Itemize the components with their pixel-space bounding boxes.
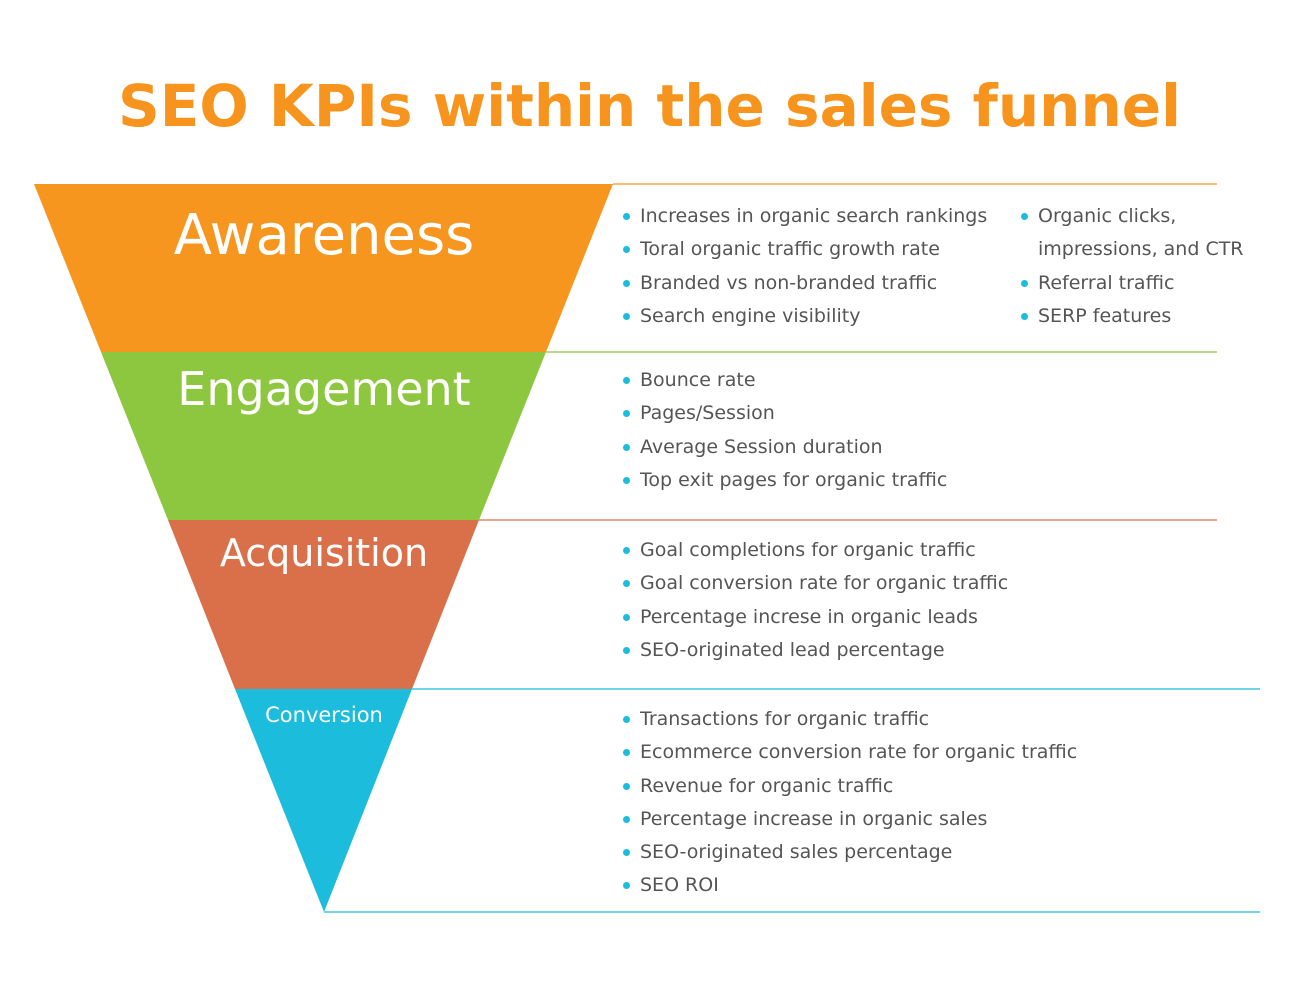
kpi-text: Goal conversion rate for organic traffic — [640, 572, 1009, 595]
bullet-dot — [623, 882, 630, 890]
kpi-text: impressions, and CTR — [1038, 238, 1244, 261]
kpi-item: Organic clicks, — [1021, 200, 1244, 233]
kpi-item: SEO-originated lead percentage — [623, 634, 1008, 667]
kpi-item: SEO-originated sales percentage — [623, 836, 1077, 869]
bullet-dot — [1021, 213, 1028, 220]
stage-label-acquisition: Acquisition — [219, 531, 429, 575]
kpi-list-awareness-col2: Organic clicks, impressions, and CTR Ref… — [1021, 200, 1244, 333]
kpi-text: Goal completions for organic traffic — [640, 539, 976, 561]
kpi-item: Ecommerce conversion rate for organic tr… — [623, 736, 1077, 769]
bullet-dot — [623, 749, 630, 757]
kpi-text: Toral organic traffic growth rate — [640, 238, 940, 261]
kpi-text: Percentage increse in organic leads — [640, 605, 978, 628]
bullet-dot — [1021, 279, 1028, 287]
funnel-segment-engagement — [101, 352, 546, 520]
funnel-segment-acquisition — [168, 520, 479, 689]
bullet-dot — [623, 476, 630, 484]
kpi-item: Goal conversion rate for organic traffic — [623, 567, 1008, 600]
bullet-dot — [623, 312, 630, 320]
kpi-item: Average Session duration — [623, 431, 947, 464]
kpi-item: Toral organic traffic growth rate — [623, 233, 987, 266]
funnel-segment-conversion — [235, 689, 412, 912]
bullet-dot — [623, 410, 630, 418]
kpi-text: Ecommerce conversion rate for organic tr… — [640, 741, 1078, 764]
kpi-text: Search engine visibility — [640, 304, 861, 327]
bullet-dot — [623, 279, 630, 287]
kpi-text: SEO ROI — [640, 874, 719, 897]
kpi-text: Bounce rate — [640, 369, 756, 391]
kpi-item: Branded vs non-branded traffic — [623, 267, 987, 300]
kpi-text: Referral traffic — [1038, 271, 1175, 294]
bullet-dot — [623, 443, 630, 451]
funnel-segment-awareness — [34, 184, 613, 352]
bullet-dot — [623, 580, 630, 588]
page-title: SEO KPIs within the sales funnel — [118, 72, 1181, 140]
bullet-dot — [623, 646, 630, 654]
kpi-item: Transactions for organic traffic — [623, 703, 1077, 736]
kpi-text: SERP features — [1038, 304, 1172, 327]
kpi-text: Pages/Session — [640, 402, 775, 425]
kpi-text: Branded vs non-branded traffic — [640, 271, 938, 294]
kpi-text: Transactions for organic traffic — [640, 708, 930, 730]
bullet-dot — [623, 377, 630, 384]
kpi-text: SEO-originated lead percentage — [640, 638, 945, 661]
bullet-dot — [623, 849, 630, 857]
kpi-list-acquisition: Goal completions for organic traffic Goa… — [623, 534, 1008, 667]
kpi-item: Percentage increase in organic sales — [623, 803, 1077, 836]
kpi-item: SEO ROI — [623, 869, 1077, 902]
kpi-item-continuation: impressions, and CTR — [1021, 233, 1244, 266]
bullet-dot — [623, 246, 630, 254]
stage-label-conversion: Conversion — [265, 703, 383, 727]
stage-label-engagement: Engagement — [177, 362, 471, 416]
kpi-item: Referral traffic — [1021, 267, 1244, 300]
kpi-text: SEO-originated sales percentage — [640, 841, 953, 864]
kpi-list-awareness: Increases in organic search rankings Tor… — [623, 200, 987, 333]
kpi-item: Top exit pages for organic traffic — [623, 464, 947, 497]
kpi-list-engagement: Bounce rate Pages/Session Average Sessio… — [623, 364, 947, 497]
kpi-list-conversion: Transactions for organic traffic Ecommer… — [623, 703, 1077, 903]
kpi-item: Pages/Session — [623, 397, 947, 430]
kpi-text: Revenue for organic traffic — [640, 774, 894, 797]
bullet-dot — [623, 815, 630, 823]
kpi-item: Revenue for organic traffic — [623, 770, 1077, 803]
bullet-dot — [623, 613, 630, 621]
bullet-dot — [1021, 312, 1028, 320]
kpi-text: Average Session duration — [640, 435, 883, 458]
kpi-text: Percentage increase in organic sales — [640, 807, 988, 830]
bullet-dot — [623, 782, 630, 790]
kpi-item: Increases in organic search rankings — [623, 200, 987, 233]
kpi-item: Bounce rate — [623, 364, 947, 397]
kpi-item: Percentage increse in organic leads — [623, 601, 1008, 634]
kpi-text: Top exit pages for organic traffic — [640, 468, 948, 491]
kpi-item: Goal completions for organic traffic — [623, 534, 1008, 567]
kpi-item: Search engine visibility — [623, 300, 987, 333]
bullet-dot — [623, 213, 630, 220]
kpi-item: SERP features — [1021, 300, 1244, 333]
bullet-dot — [623, 547, 630, 554]
kpi-text: Organic clicks, — [1038, 205, 1177, 227]
bullet-dot — [623, 716, 630, 723]
kpi-text: Increases in organic search rankings — [640, 205, 988, 227]
stage-label-awareness: Awareness — [173, 203, 475, 268]
